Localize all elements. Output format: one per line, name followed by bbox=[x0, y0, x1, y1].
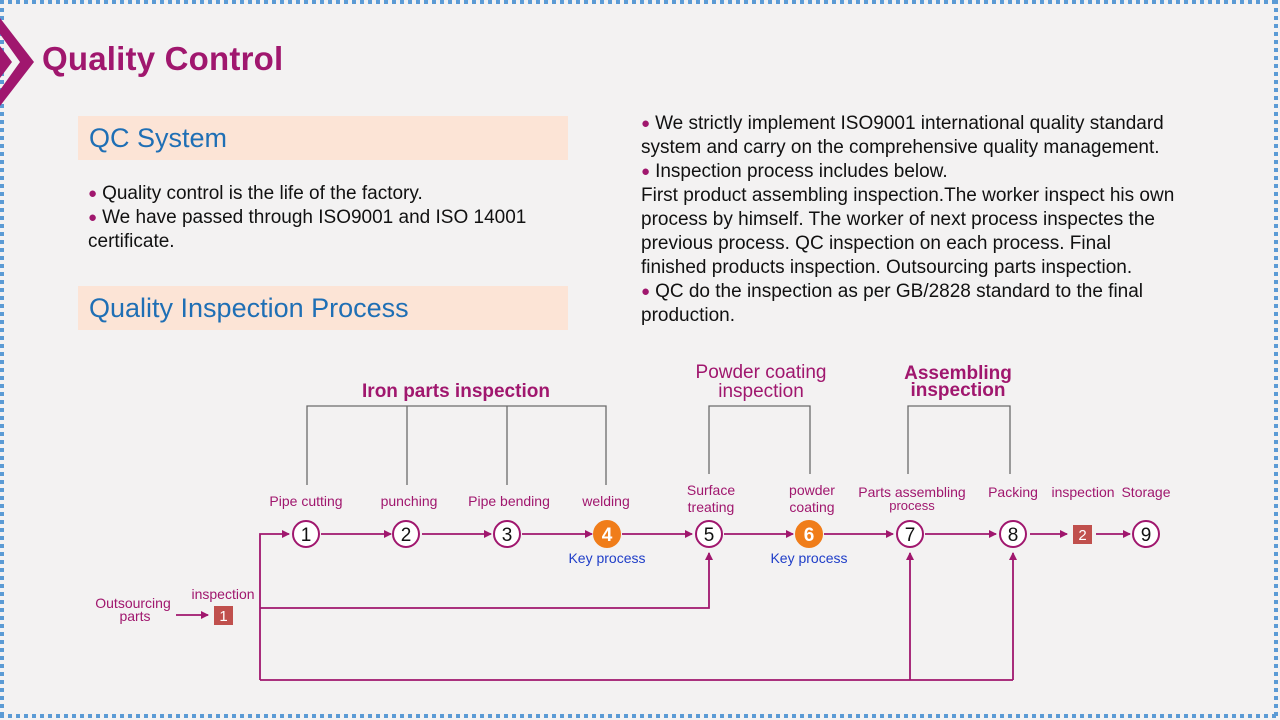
description-line: First product assembling inspection.The … bbox=[641, 185, 1175, 206]
qc-system-heading: QC System bbox=[89, 123, 228, 153]
inspection-process-heading-band: Quality Inspection Process bbox=[78, 286, 568, 330]
bullet-dot-icon: ● bbox=[641, 163, 651, 180]
qc-system-heading-band: QC System bbox=[78, 116, 568, 160]
step-3-number: 3 bbox=[502, 525, 513, 546]
step-5-node: 5 bbox=[695, 520, 723, 548]
step-5-number: 5 bbox=[704, 525, 715, 546]
description-line: process by himself. The worker of next p… bbox=[641, 209, 1155, 230]
page-title: Quality Control bbox=[42, 40, 284, 77]
key-process-label-welding: Key process bbox=[568, 550, 645, 566]
assembling-label-line-1: Assembling bbox=[904, 363, 1012, 384]
iron-parts-inspection-label: Iron parts inspection bbox=[362, 381, 550, 402]
description-line: ●Inspection process includes below. bbox=[641, 161, 948, 182]
step-7-label-line-2: process bbox=[889, 498, 935, 513]
incoming-inspection-number: 1 bbox=[219, 608, 227, 625]
step-6-number: 6 bbox=[804, 525, 815, 546]
step-6-node: 6 bbox=[795, 520, 823, 548]
step-4-node: 4 bbox=[593, 520, 621, 548]
feed-line-to-step-5 bbox=[260, 552, 713, 609]
step-9-label: Storage bbox=[1121, 484, 1170, 500]
step-7-node: 7 bbox=[896, 520, 924, 548]
step-9-number: 9 bbox=[1141, 525, 1152, 546]
description-line: ●We strictly implement ISO9001 internati… bbox=[641, 113, 1164, 134]
inspection-process-heading: Quality Inspection Process bbox=[89, 293, 409, 323]
qc-system-text: ●Quality control is the life of the fact… bbox=[88, 182, 526, 254]
step-1-node: 1 bbox=[292, 520, 320, 548]
step-1-number: 1 bbox=[301, 525, 312, 546]
powder-coating-label-line-1: Powder coating bbox=[696, 362, 827, 383]
bullet-dot-icon: ● bbox=[88, 209, 98, 226]
qc-bullet-1: ●Quality control is the life of the fact… bbox=[88, 183, 423, 204]
final-inspection-number: 2 bbox=[1078, 527, 1086, 544]
incoming-inspection-box: 1 bbox=[214, 606, 233, 625]
step-3-label: Pipe bending bbox=[468, 493, 550, 509]
outsourcing-label-line-1: Outsourcing bbox=[95, 595, 170, 611]
description-line: production. bbox=[641, 305, 736, 326]
step-5-label-line-2: treating bbox=[688, 499, 735, 515]
step-9-node: 9 bbox=[1132, 520, 1160, 548]
step-7-label-line-1: Parts assembling bbox=[858, 484, 965, 500]
iron-parts-bracket bbox=[306, 405, 607, 485]
step-7-number: 7 bbox=[905, 525, 916, 546]
bullet-dot-icon: ● bbox=[641, 115, 651, 132]
bullet-dot-icon: ● bbox=[88, 185, 98, 202]
dotted-border-right bbox=[1274, 0, 1278, 720]
description-line: previous process. QC inspection on each … bbox=[641, 233, 1111, 254]
step-8-number: 8 bbox=[1008, 525, 1019, 546]
step-2-label: punching bbox=[381, 493, 438, 509]
assembling-bracket bbox=[907, 405, 1011, 474]
description-line: finished products inspection. Outsourcin… bbox=[641, 257, 1133, 278]
powder-coating-bracket bbox=[708, 405, 811, 474]
outsourcing-label-line-2: parts bbox=[119, 608, 150, 624]
bullet-dot-icon: ● bbox=[641, 283, 651, 300]
assembling-label-line-2: inspection bbox=[910, 380, 1005, 401]
step-8-node: 8 bbox=[999, 520, 1027, 548]
title-chevron-icon bbox=[0, 18, 34, 106]
powder-coating-label-line-2: inspection bbox=[718, 381, 804, 402]
final-inspection-label: inspection bbox=[1051, 484, 1114, 500]
qc-bullet-2: ●We have passed through ISO9001 and ISO … bbox=[88, 207, 527, 228]
dotted-border-left bbox=[0, 0, 4, 720]
step-5-label-line-1: Surface bbox=[687, 482, 735, 498]
key-process-label-powder: Key process bbox=[770, 550, 847, 566]
step-4-number: 4 bbox=[602, 525, 613, 546]
step-3-node: 3 bbox=[493, 520, 521, 548]
description-line: system and carry on the comprehensive qu… bbox=[641, 137, 1160, 158]
qc-bullet-2-continued: certificate. bbox=[88, 231, 175, 252]
step-6-label-line-2: coating bbox=[789, 499, 834, 515]
description-line: ●QC do the inspection as per GB/2828 sta… bbox=[641, 281, 1144, 302]
step-6-label-line-1: powder bbox=[789, 482, 835, 498]
dotted-border-bottom bbox=[0, 714, 1280, 718]
dotted-border-top bbox=[0, 0, 1280, 4]
step-8-label: Packing bbox=[988, 484, 1038, 500]
step-1-label: Pipe cutting bbox=[269, 493, 342, 509]
incoming-inspection-label: inspection bbox=[191, 586, 254, 602]
final-inspection-box: 2 bbox=[1073, 525, 1092, 544]
feed-line-to-step-1 bbox=[259, 530, 290, 680]
step-2-number: 2 bbox=[401, 525, 412, 546]
description-text: ●We strictly implement ISO9001 internati… bbox=[641, 112, 1174, 328]
step-2-node: 2 bbox=[392, 520, 420, 548]
step-4-label: welding bbox=[581, 493, 629, 509]
